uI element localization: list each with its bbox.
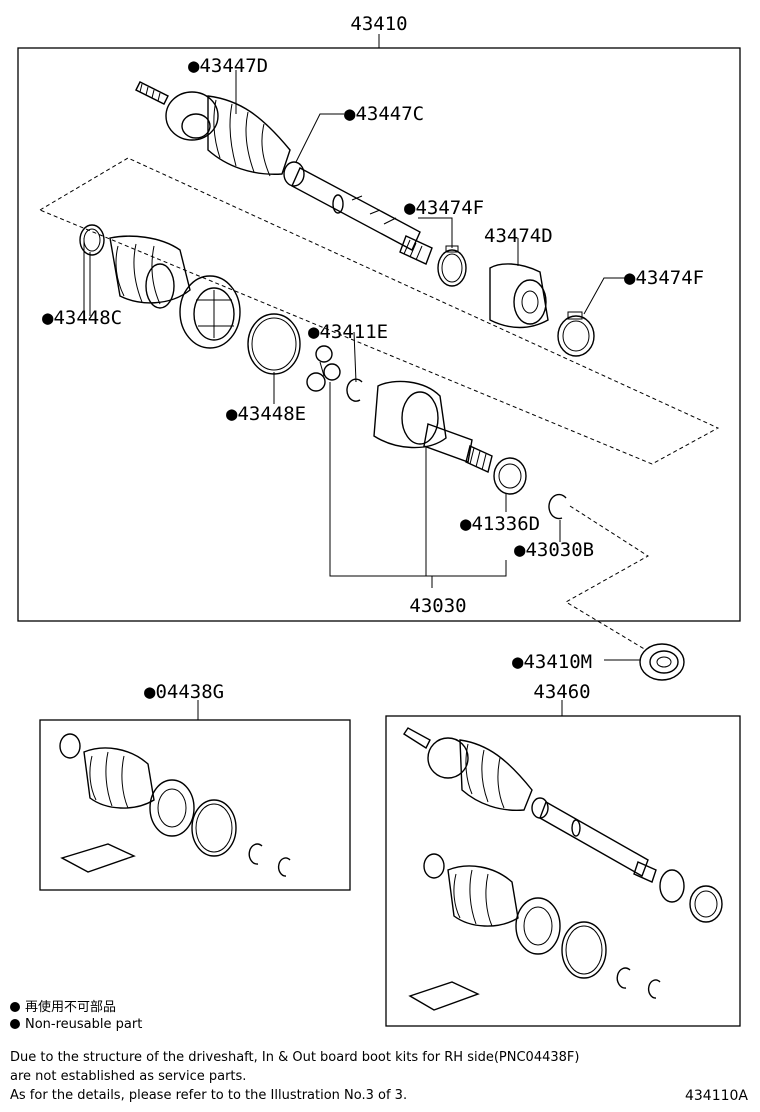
clamp-43448E [247,313,301,375]
leader-lines-main [83,70,626,588]
note-line-3: As for the details, please refer to to t… [10,1088,408,1103]
note-line-2: are not established as service parts. [10,1069,247,1084]
drive-shaft-outer-drawing [135,81,433,265]
boot-kit-drawing [59,733,291,877]
callout-43410M: ●43410M [512,651,592,673]
tripod-housing-drawing [179,275,241,349]
callout-43448E: ●43448E [226,403,306,425]
figure-number: 434110A [684,1088,748,1104]
filled-dot-icon [10,1019,20,1029]
dynamic-damper-drawing [489,263,549,329]
snap-ring-43030B [548,493,567,520]
boot-clamp-left [437,249,467,287]
inner-joint-drawing [373,380,493,473]
snap-ring [346,378,363,402]
bearing-dashed-leader [565,505,649,651]
oil-seal-41336D [493,457,527,495]
callout-43411E: ●43411E [308,321,388,343]
callout-04438G: ●04438G [144,681,224,703]
callout-43030: 43030 [409,595,466,617]
kit-dashed-outline [39,157,720,465]
boot-clamp-right [557,315,595,357]
note-line-1: Due to the structure of the driveshaft, … [10,1050,580,1065]
callout-43474F-a: ●43474F [404,197,484,219]
inboard-boot-drawing [109,235,191,309]
legend-reuse-jp: 再使用不可部品 [10,996,116,1015]
callout-43474D: 43474D [484,225,553,247]
callout-43460: 43460 [533,681,590,703]
callout-43448C: ●43448C [42,307,122,329]
boot-kit-frame [39,719,351,891]
callout-43030B: ●43030B [514,539,594,561]
callout-41336D: ●41336D [460,513,540,535]
callout-43410: 43410 [350,13,407,35]
lh-assembly-frame [385,715,741,1027]
clamp-43448C [79,224,105,256]
tripod-joint-drawing [306,345,341,392]
callout-43474F-b: ●43474F [624,267,704,289]
legend-reuse-en: Non-reusable part [10,1017,142,1032]
lh-shaft-drawing [403,727,723,1011]
callout-43447C: ●43447C [344,103,424,125]
center-bearing-drawing [639,643,685,681]
callout-43447D: ●43447D [188,55,268,77]
filled-dot-icon [10,1002,20,1012]
